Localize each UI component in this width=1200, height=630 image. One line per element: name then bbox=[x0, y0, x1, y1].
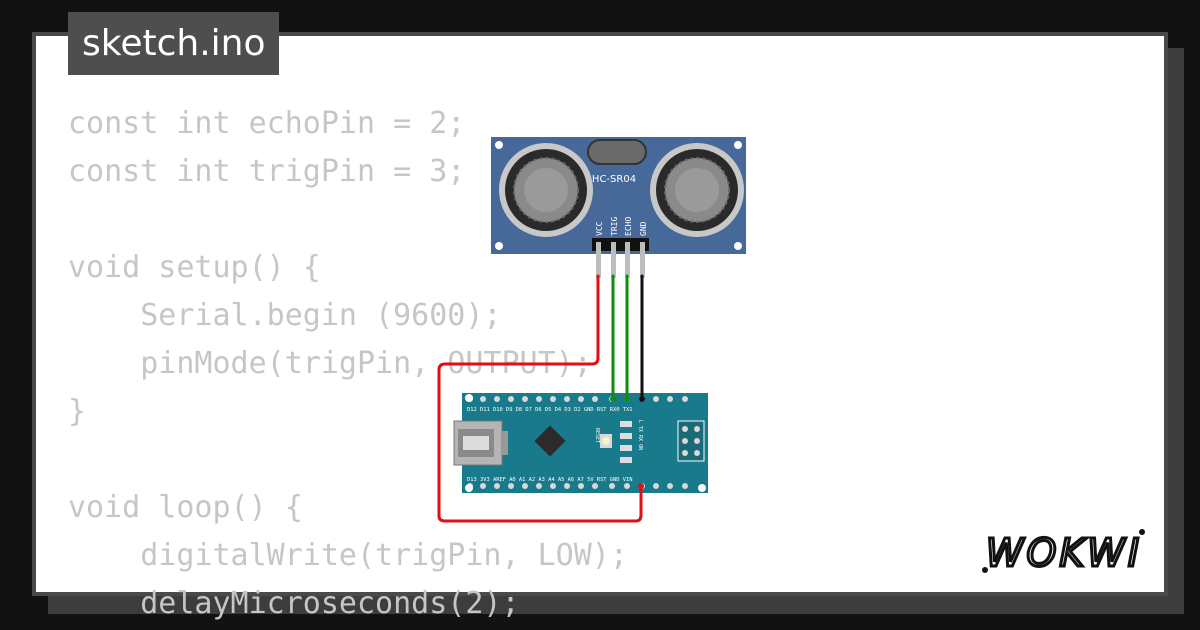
led-on-icon bbox=[620, 457, 632, 463]
reset-button-cap-icon bbox=[602, 437, 610, 445]
led-rx-icon bbox=[620, 445, 632, 451]
code-line-1: const int echoPin = 2; bbox=[68, 106, 466, 141]
transducer-left-icon bbox=[499, 143, 593, 237]
mount-hole-icon bbox=[465, 394, 473, 402]
pin-echo[interactable] bbox=[625, 242, 630, 278]
file-name-tab[interactable]: sketch.ino bbox=[68, 12, 280, 75]
bottom-pin-labels: D13 3V3 AREF A0 A1 A2 A3 A4 A5 A6 A7 5V … bbox=[467, 477, 633, 483]
led-tx-icon bbox=[620, 433, 632, 439]
arduino-nano[interactable]: D12 D11 D10 D9 D8 D7 D6 D5 D4 D3 D2 GND … bbox=[453, 393, 708, 493]
mount-hole-icon bbox=[465, 484, 473, 492]
pin-trig[interactable] bbox=[611, 242, 616, 278]
crystal-oscillator-icon bbox=[587, 139, 647, 165]
pin-label-echo: ECHO bbox=[624, 217, 633, 236]
logo-dot-icon bbox=[1139, 529, 1145, 535]
pin-label-vcc: VCC bbox=[595, 221, 604, 236]
ultrasonic-sensor[interactable]: HC-SR04 VCC TRIG ECHO GND bbox=[491, 137, 746, 278]
code-background: const int echoPin = 2; const int trigPin … bbox=[68, 100, 628, 628]
transducer-right-icon bbox=[650, 143, 744, 237]
microcontroller-chip-icon bbox=[534, 425, 566, 457]
code-line-11: delayMicroseconds(2); bbox=[68, 586, 520, 621]
pin-label-trig: TRIG bbox=[610, 217, 619, 236]
wokwi-logo-text: WOKWI bbox=[986, 531, 1142, 575]
pin-vcc[interactable] bbox=[596, 242, 601, 278]
wokwi-logo[interactable]: WOKWI bbox=[978, 526, 1150, 577]
reset-label: RESET bbox=[594, 428, 600, 443]
logo-dot-icon bbox=[982, 567, 988, 573]
code-line-10: digitalWrite(trigPin, LOW); bbox=[68, 538, 628, 573]
wire-endpoint bbox=[638, 483, 644, 489]
code-line-4: void setup() { bbox=[68, 250, 321, 285]
mount-hole-icon bbox=[734, 141, 742, 149]
code-line-7: } bbox=[68, 394, 87, 429]
mount-hole-icon bbox=[698, 484, 706, 492]
usb-connector-icon bbox=[453, 420, 508, 466]
led-l-icon bbox=[620, 421, 632, 427]
wire-vcc-5v[interactable] bbox=[437, 274, 643, 523]
pin-label-gnd: GND bbox=[639, 221, 648, 236]
wire-endpoint bbox=[610, 396, 616, 402]
code-line-5: Serial.begin (9600); bbox=[68, 298, 502, 333]
top-pin-labels: D12 D11 D10 D9 D8 D7 D6 D5 D4 D3 D2 GND … bbox=[467, 407, 633, 413]
wire-endpoint bbox=[624, 396, 630, 402]
code-line-2: const int trigPin = 3; bbox=[68, 154, 466, 189]
wire-endpoint bbox=[639, 396, 645, 402]
mount-hole-icon bbox=[495, 141, 503, 149]
icsp-header-icon bbox=[677, 420, 705, 462]
pin-header bbox=[592, 238, 649, 251]
sensor-label: HC-SR04 bbox=[592, 174, 636, 185]
code-line-9: void loop() { bbox=[68, 490, 303, 525]
preview-card: const int echoPin = 2; const int trigPin … bbox=[32, 32, 1168, 621]
mount-hole-icon bbox=[495, 242, 503, 250]
led-labels: L TX RX ON bbox=[637, 420, 643, 450]
pin-gnd[interactable] bbox=[640, 242, 645, 278]
mount-hole-icon bbox=[734, 242, 742, 250]
